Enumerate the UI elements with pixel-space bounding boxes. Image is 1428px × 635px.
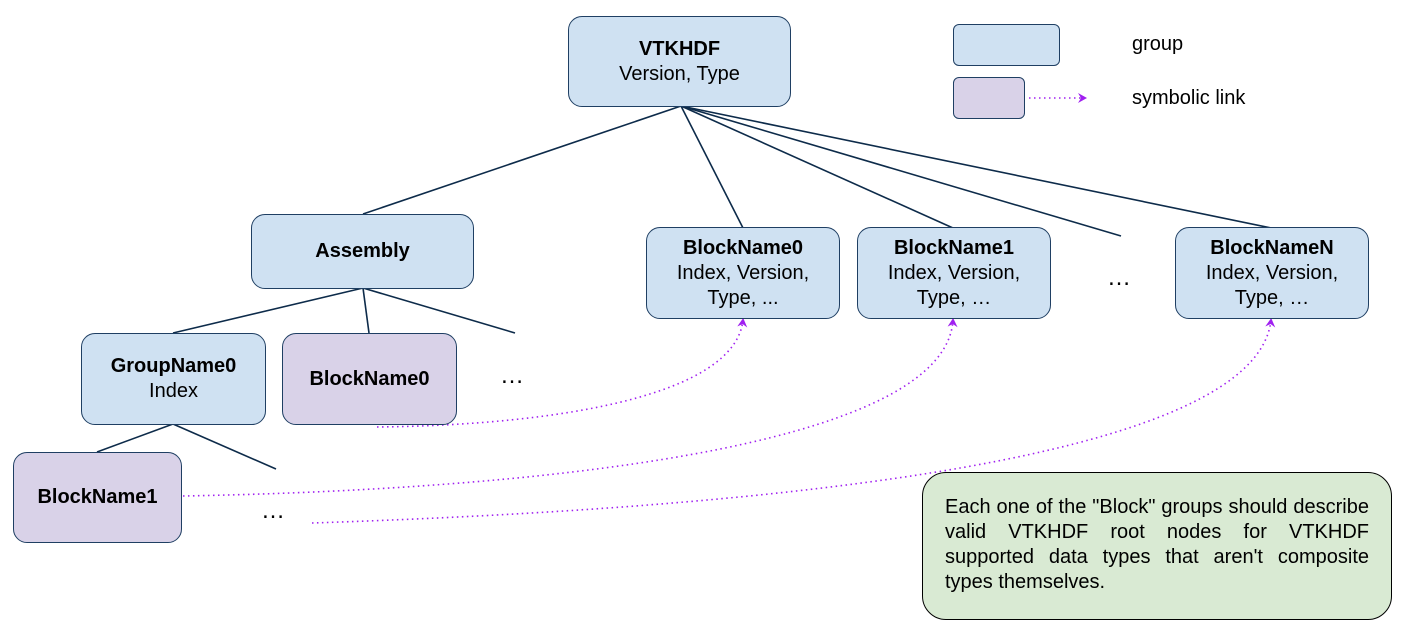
edge-assembly-block0 [362, 287, 370, 334]
symlink-ellipsis-blockN [311, 318, 1276, 524]
assembly-ellipsis: … [500, 362, 525, 389]
assembly-block0-title: BlockName0 [309, 367, 430, 390]
block-attr-line1: Index, Version, [1205, 261, 1339, 284]
edge-group0-block1 [96, 423, 174, 453]
edge-assembly-group0 [172, 287, 364, 334]
group-block1-link-node: BlockName1 [13, 452, 182, 543]
group-name0-title: GroupName0 [110, 355, 237, 377]
symlink-assembly-block0 [376, 318, 748, 428]
legend-group-swatch [953, 24, 1060, 66]
group-ellipsis: … [261, 497, 286, 524]
block-attr-line1: Index, Version, [887, 261, 1021, 284]
root-title: VTKHDF [638, 37, 721, 60]
edge-root-ellipsis [680, 105, 1122, 237]
block-node-1: BlockName1 Index, Version, Type, … [857, 227, 1051, 319]
block-attr-line2: Type, … [916, 286, 992, 309]
note-text: Each one of the "Block" groups should de… [945, 496, 1369, 593]
legend-group-label: group [1132, 33, 1184, 55]
group-block1-title: BlockName1 [37, 486, 158, 508]
root-subtitle: Version, Type [619, 62, 740, 85]
edge-root-assembly [362, 105, 682, 215]
block-title: BlockName0 [682, 236, 804, 259]
note-box: Each one of the "Block" groups should de… [922, 472, 1392, 620]
edge-group0-ellipsis [172, 423, 277, 470]
symlink-group-block1 [182, 318, 958, 497]
assembly-block0-link-node: BlockName0 [282, 333, 457, 425]
group-name0-subtitle: Index [149, 380, 198, 402]
group-name0-node: GroupName0 Index [81, 333, 266, 425]
block-attr-line2: Type, … [1234, 286, 1310, 309]
root-node: VTKHDF Version, Type [568, 16, 791, 107]
assembly-node: Assembly [251, 214, 474, 289]
block-attr-line2: Type, ... [707, 286, 779, 309]
edge-assembly-ellipsis [362, 287, 516, 334]
block-title: BlockName1 [893, 236, 1015, 259]
block-attr-line1: Index, Version, [676, 261, 810, 284]
assembly-title: Assembly [315, 240, 410, 262]
edge-root-blockN [680, 105, 1272, 229]
edge-root-block1 [680, 105, 954, 229]
legend-link-label: symbolic link [1132, 87, 1246, 109]
edge-root-block0 [680, 105, 744, 229]
blocks-ellipsis: … [1107, 264, 1132, 291]
block-node-0: BlockName0 Index, Version, Type, ... [646, 227, 840, 319]
block-node-n: BlockNameN Index, Version, Type, … [1175, 227, 1369, 319]
legend-link-swatch [953, 77, 1025, 119]
block-title: BlockNameN [1210, 236, 1334, 259]
